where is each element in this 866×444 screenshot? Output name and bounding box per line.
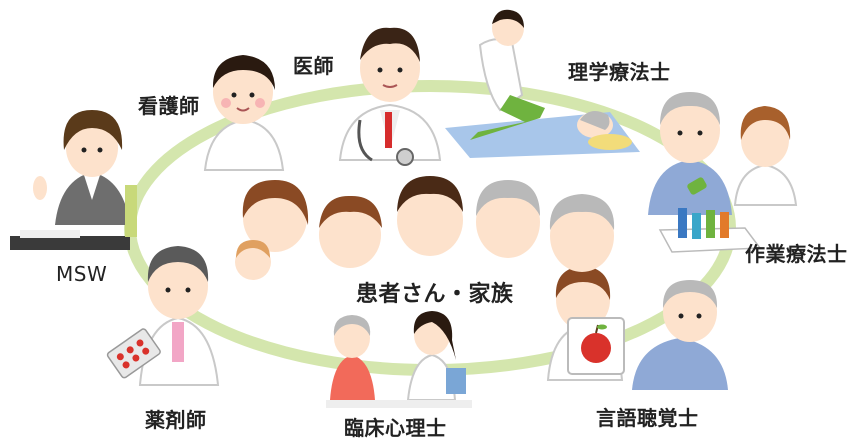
nurse-figure	[203, 55, 285, 171]
st-label: 言語聴覚士	[596, 406, 699, 430]
msw-label: MSW	[56, 262, 108, 286]
doctor-label: 医師	[293, 54, 334, 78]
nurse-label: 看護師	[138, 94, 200, 118]
msw-figure	[10, 110, 137, 250]
ot-label: 作業療法士	[745, 242, 848, 266]
pharmacist-figure	[106, 246, 220, 386]
speech-therapist-figure	[546, 266, 728, 390]
patients-family-figures	[235, 176, 615, 280]
physical-therapist-figure	[445, 9, 640, 158]
psychologist-label: 臨床心理士	[344, 416, 447, 440]
pharmacist-label: 薬剤師	[145, 408, 207, 432]
clinical-psychologist-figure	[326, 311, 472, 408]
occupational-therapist-figure	[648, 92, 798, 253]
pt-label: 理学療法士	[568, 60, 671, 84]
patients-family-label: 患者さん・家族	[356, 282, 514, 307]
doctor-figure	[338, 27, 442, 166]
